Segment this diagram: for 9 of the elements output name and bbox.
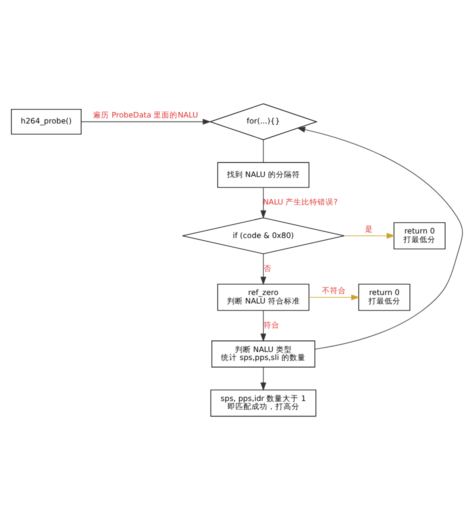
arrow xyxy=(260,254,266,286)
arrow xyxy=(296,126,463,350)
arrow xyxy=(81,118,212,125)
arrow xyxy=(260,187,266,219)
arrow xyxy=(260,366,266,391)
connector xyxy=(262,140,264,163)
arrow xyxy=(308,294,360,300)
arrow xyxy=(260,310,266,342)
arrow xyxy=(344,232,395,239)
